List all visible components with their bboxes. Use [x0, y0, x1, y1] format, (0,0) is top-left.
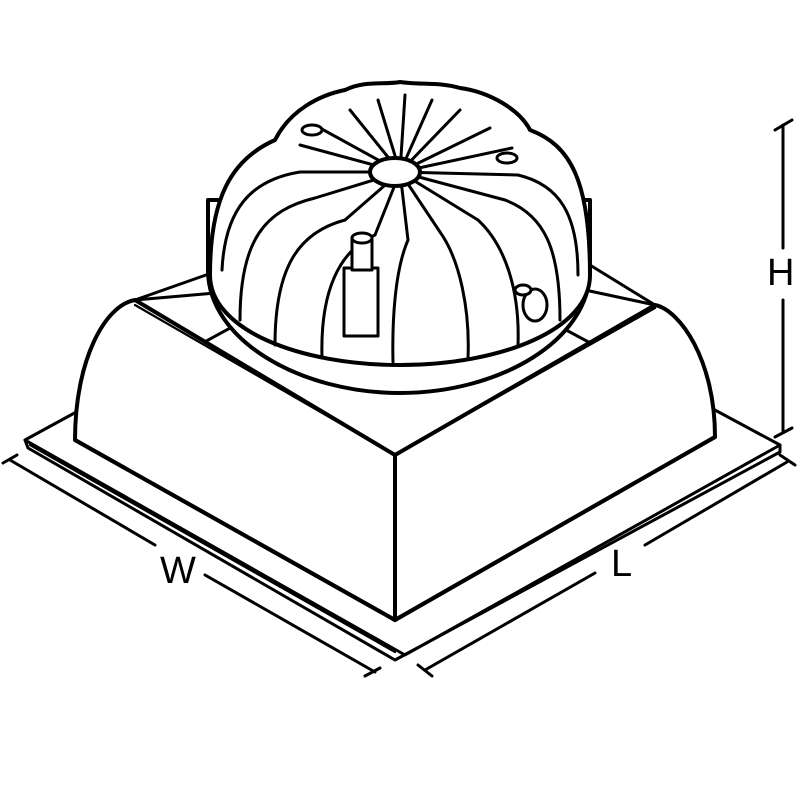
- width-label: W: [160, 550, 196, 592]
- dimension-w: [1, 453, 382, 678]
- heatsink: [206, 80, 592, 395]
- driver-components: [300, 123, 549, 338]
- housing-body: [73, 260, 717, 622]
- curved-fins: [220, 170, 580, 364]
- dimension-l: [416, 453, 797, 678]
- length-label: L: [611, 543, 633, 585]
- height-label: H: [767, 252, 795, 294]
- dimension-h: [773, 118, 794, 439]
- center-hub: [368, 156, 422, 188]
